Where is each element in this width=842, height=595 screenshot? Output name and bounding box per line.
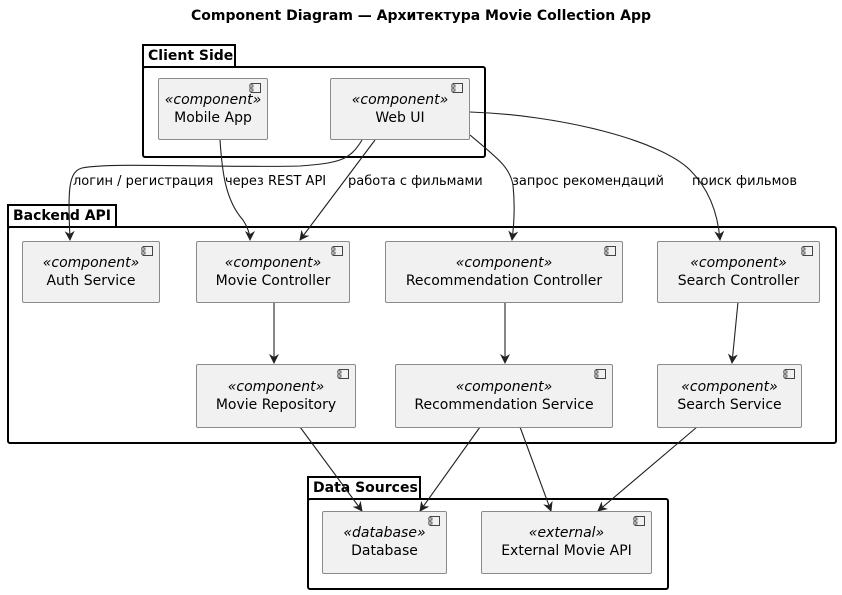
edge-webui-auth [64,139,363,241]
component-icon [337,369,349,379]
component-icon [801,246,813,256]
component-recommendation-service[interactable]: «component» Recommendation Service [395,364,613,428]
component-icon [141,246,153,256]
component-name: Database [351,543,418,559]
component-stereotype: «external» [528,525,605,541]
package-label-backend: Backend API [13,208,112,224]
edge-recservice-database [419,426,481,512]
edge-webui-moviecontroller [299,139,376,241]
component-search-controller[interactable]: «component» Search Controller [657,241,820,303]
component-stereotype: «component» [42,254,140,271]
package-label-data: Data Sources [313,480,418,496]
package-tab-client: Client Side [142,44,236,68]
edge-label-recommend: запрос рекомендаций [512,174,664,189]
component-icon [604,246,616,256]
component-stereotype: «component» [164,91,262,108]
component-recommendation-controller[interactable]: «component» Recommendation Controller [385,241,623,303]
component-name: Search Controller [677,272,800,289]
component-movie-controller[interactable]: «component» Movie Controller [196,241,350,303]
package-label-client: Client Side [148,48,234,64]
edge-label-login: логин / регистрация [73,174,214,189]
edge-repo-database [299,426,363,512]
edge-mobile-moviecontroller [219,139,255,241]
component-web-ui[interactable]: «component» Web UI [330,78,470,140]
component-icon [594,369,606,379]
component-stereotype: «component» [455,254,553,271]
edge-webui-reccontroller [469,134,519,241]
package-tab-backend: Backend API [7,204,117,228]
component-name: Mobile App [174,109,252,126]
component-icon [451,83,463,93]
component-name: Movie Controller [215,272,331,289]
component-stereotype: «component» [224,254,322,271]
component-stereotype: «database» [343,525,426,541]
component-stereotype: «component» [690,254,787,271]
component-icon [249,83,261,93]
package-client-side [142,66,486,158]
component-stereotype: «component» [681,378,778,395]
component-database[interactable]: «database» Database [322,511,447,574]
component-name: Movie Repository [215,396,337,413]
edge-searchcontroller-searchservice [727,301,739,364]
component-external-movie-api[interactable]: «external» External Movie API [481,511,652,574]
component-icon [331,246,343,256]
component-icon [428,516,440,526]
component-movie-repository[interactable]: «component» Movie Repository [196,364,356,428]
component-stereotype: «component» [351,91,449,108]
edge-webui-searchcontroller [469,111,725,241]
component-stereotype: «component» [227,378,325,395]
edge-label-search: поиск фильмов [692,174,797,189]
component-icon [633,516,645,526]
component-icon [783,369,795,379]
component-name: External Movie API [501,543,632,559]
component-name: Auth Service [46,272,136,289]
component-name: Recommendation Controller [405,272,603,289]
component-mobile-app[interactable]: «component» Mobile App [158,78,268,140]
component-name: Recommendation Service [414,396,594,413]
edge-label-rest: через REST API [225,174,327,189]
component-search-service[interactable]: «component» Search Service [657,364,802,428]
component-name: Web UI [375,109,425,126]
component-name: Search Service [677,396,782,413]
package-data-sources [307,498,669,590]
edge-searchservice-external [597,426,698,512]
edge-label-movies: работа с фильмами [348,174,483,189]
component-auth-service[interactable]: «component» Auth Service [22,241,160,303]
edge-recservice-external [519,426,553,512]
component-stereotype: «component» [455,378,553,395]
package-tab-data: Data Sources [307,476,421,500]
package-backend-api [7,226,837,444]
diagram-title: Component Diagram — Архитектура Movie Co… [190,8,652,24]
